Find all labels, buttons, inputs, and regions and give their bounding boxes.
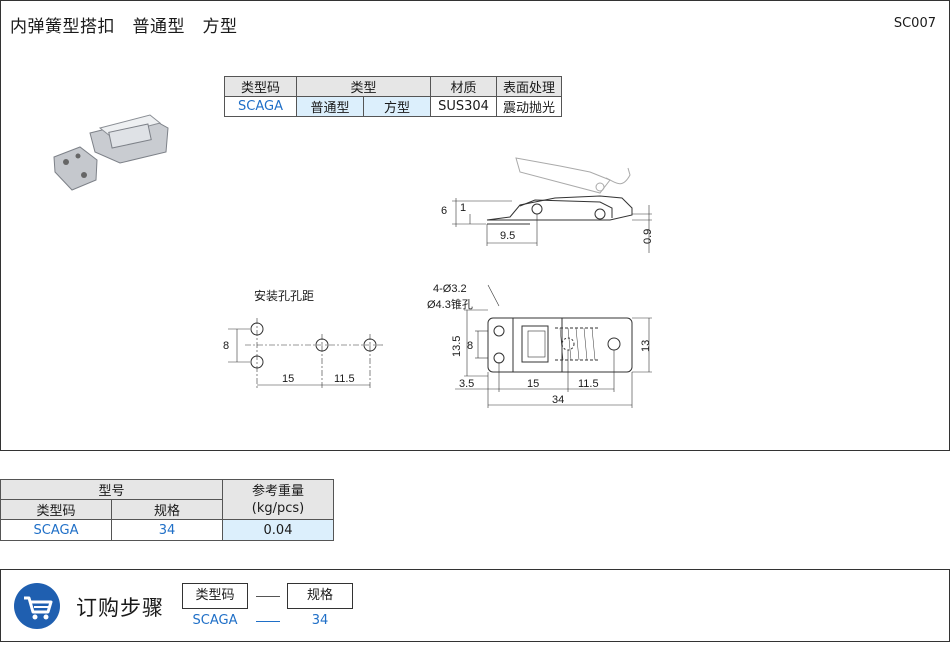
- weight-header-line1: 参考重量: [251, 483, 304, 499]
- order-panel: [0, 569, 950, 642]
- dim-8-mount: 8: [223, 340, 229, 352]
- weight-header: 参考重量 (kg/pcs): [222, 479, 334, 520]
- order-box-type-code: 类型码: [182, 583, 248, 609]
- technical-drawing: 6 1 9.5 0.9 4-Ø3.2 Ø4.3锥孔 13.5 8 13 3.5 …: [53, 114, 654, 408]
- spec-header-finish: 表面处理: [496, 76, 562, 97]
- weight-header-line2: (kg/pcs): [251, 500, 305, 516]
- spec-table: 类型码 类型 材质 表面处理 SCAGA 普通型 方型 SUS304 震动抛光: [224, 76, 562, 117]
- dim-34: 34: [552, 394, 564, 406]
- dim-6: 6: [441, 205, 447, 217]
- dim-3-5: 3.5: [459, 378, 474, 390]
- model-col-size: 规格: [111, 499, 223, 520]
- spec-finish: 震动抛光: [496, 96, 562, 117]
- product-photo: [53, 114, 169, 191]
- page-title: 内弹簧型搭扣 普通型 方型: [10, 17, 238, 37]
- dim-9-5: 9.5: [500, 230, 515, 242]
- spec-type-square: 方型: [363, 96, 431, 117]
- mount-hole-view: [228, 318, 385, 388]
- hole-note-2: Ø4.3锥孔: [427, 298, 473, 311]
- order-value-separator: [256, 621, 280, 622]
- mount-title: 安装孔孔距: [254, 288, 314, 303]
- order-value-size: 34: [311, 613, 329, 628]
- dim-15-front: 15: [527, 378, 539, 390]
- spec-type-normal: 普通型: [296, 96, 364, 117]
- dim-11-5-front: 11.5: [578, 378, 599, 390]
- order-box-size: 规格: [287, 583, 353, 609]
- order-steps-label: 订购步骤: [76, 596, 164, 620]
- product-code: SC007: [893, 16, 936, 31]
- side-view: [452, 157, 652, 253]
- model-weight: 0.04: [222, 519, 334, 541]
- dim-11-5-mount: 11.5: [334, 373, 355, 385]
- model-col-type-code: 类型码: [0, 499, 112, 520]
- order-value-type-code: SCAGA: [192, 613, 238, 628]
- cart-icon: [14, 583, 60, 629]
- front-view: [455, 284, 652, 408]
- dim-0-9: 0.9: [642, 229, 654, 244]
- model-group-header: 型号: [0, 479, 223, 500]
- dim-13-5: 13.5: [451, 336, 463, 357]
- model-type-code: SCAGA: [0, 519, 112, 541]
- model-size: 34: [111, 519, 223, 541]
- dim-15-mount: 15: [282, 373, 294, 385]
- spec-type-code: SCAGA: [224, 96, 297, 117]
- order-separator: [256, 596, 280, 597]
- dim-8-front: 8: [467, 340, 473, 352]
- dim-13: 13: [640, 340, 652, 352]
- spec-material: SUS304: [430, 96, 497, 117]
- hole-note-1: 4-Ø3.2: [433, 283, 467, 295]
- model-table: 型号 参考重量 (kg/pcs) 类型码 规格 SCAGA 34 0.04: [0, 479, 334, 541]
- dim-1: 1: [460, 202, 466, 214]
